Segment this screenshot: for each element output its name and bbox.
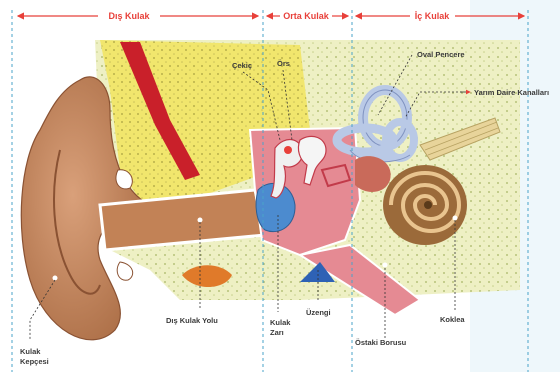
section-outer-ear: Dış Kulak <box>108 11 150 21</box>
cochlea-dot <box>453 216 458 221</box>
ear-canal-dot <box>198 218 203 223</box>
label-ostaki-borusu: Östaki Borusu <box>355 338 407 347</box>
label-kulak-kepcesi-line2: Kepçesi <box>20 357 49 366</box>
label-cekic: Çekiç <box>232 61 252 70</box>
tube-dot <box>383 263 388 268</box>
label-koklea: Koklea <box>440 315 465 324</box>
auricle-dot <box>53 276 58 281</box>
section-inner-ear: İç Kulak <box>415 11 451 21</box>
label-dis-kulak-yolu: Dış Kulak Yolu <box>166 316 218 325</box>
label-kulak-zari-line1: Kulak <box>270 318 291 327</box>
malleus-dot <box>284 146 292 154</box>
label-ors: Örs <box>277 59 290 68</box>
label-oval-pencere: Oval Pencere <box>417 50 465 59</box>
section-middle-ear: Orta Kulak <box>283 11 330 21</box>
label-uzengi: Üzengi <box>306 308 331 317</box>
label-kulak-kepcesi-line1: Kulak <box>20 347 41 356</box>
cochlea <box>383 165 467 245</box>
label-kulak-zari-line2: Zarı <box>270 328 284 337</box>
label-yarim-daire-kanallari: Yarım Daire Kanalları <box>474 88 549 97</box>
earlobe-highlight <box>117 262 132 280</box>
